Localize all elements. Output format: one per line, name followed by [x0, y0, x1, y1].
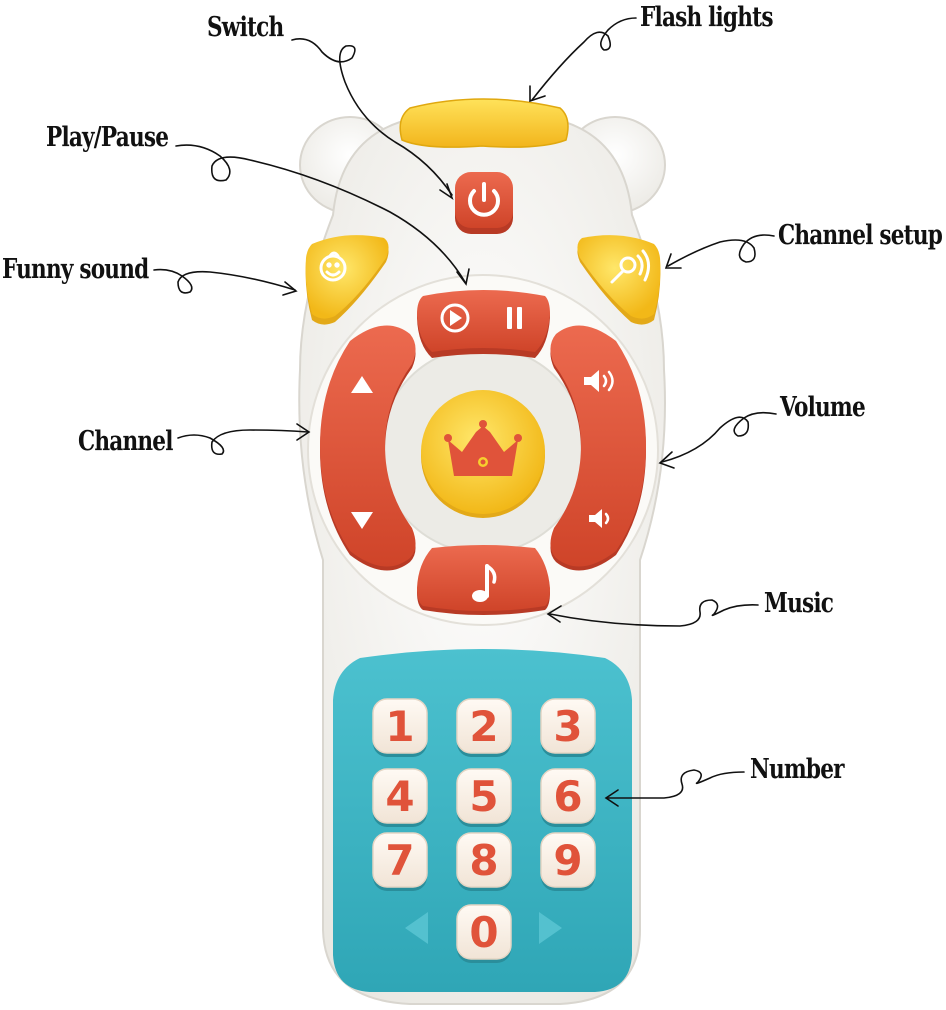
play-pause-button[interactable] — [417, 290, 550, 358]
arrow-channel — [296, 423, 311, 441]
baby-face-icon — [319, 251, 347, 282]
speaker-loud-icon[interactable] — [584, 370, 614, 392]
volume-rocker[interactable] — [550, 325, 646, 571]
number-key-label: 4 — [385, 772, 414, 821]
number-key-0[interactable]: 0 — [456, 904, 512, 963]
power-icon — [468, 182, 500, 217]
channel-down-icon[interactable] — [351, 512, 373, 529]
number-key-2[interactable]: 2 — [456, 698, 512, 757]
arrow-setup — [664, 253, 682, 269]
number-key-label: 1 — [385, 702, 414, 751]
number-key-label: 9 — [553, 836, 582, 885]
arrow-flash — [529, 85, 546, 103]
number-key-5[interactable]: 5 — [456, 768, 512, 827]
music-button[interactable] — [417, 545, 550, 615]
number-key-7[interactable]: 7 — [372, 832, 428, 891]
leader-funny — [153, 268, 296, 294]
number-key-label: 6 — [553, 772, 582, 821]
number-key-3[interactable]: 3 — [540, 698, 596, 757]
number-key-label: 8 — [469, 836, 498, 885]
number-key-label: 0 — [469, 908, 498, 957]
keypad: 1 2 3 4 5 6 7 8 9 0 — [372, 698, 596, 963]
leader-flash — [531, 17, 637, 101]
speaker-quiet-icon[interactable] — [589, 509, 610, 528]
leader-volume — [661, 411, 777, 463]
leader-number — [606, 769, 745, 799]
arrow-play — [456, 268, 470, 286]
label-number: Number — [750, 754, 845, 785]
number-key-8[interactable]: 8 — [456, 832, 512, 891]
keypad-left-arrow-icon — [405, 912, 428, 944]
number-key-1[interactable]: 1 — [372, 698, 428, 757]
leader-play — [175, 144, 466, 283]
arrow-switch — [439, 183, 454, 201]
arrow-funny — [282, 281, 298, 296]
label-channel-setup: Channel setup — [778, 220, 943, 251]
label-volume: Volume — [780, 392, 866, 423]
number-key-label: 5 — [469, 772, 498, 821]
number-key-9[interactable]: 9 — [540, 832, 596, 891]
number-key-label: 7 — [385, 836, 414, 885]
number-key-label: 2 — [469, 702, 498, 751]
play-icon — [440, 303, 470, 333]
arrow-music — [546, 605, 562, 623]
arrow-volume — [658, 451, 675, 469]
label-play-pause: Play/Pause — [46, 122, 169, 153]
label-switch: Switch — [207, 12, 284, 43]
leader-channel — [177, 429, 309, 456]
label-funny-sound: Funny sound — [2, 254, 149, 285]
label-flash-lights: Flash lights — [640, 2, 773, 33]
flash-light-bar[interactable] — [399, 98, 569, 148]
number-key-label: 3 — [553, 702, 582, 751]
channel-setup-button[interactable] — [577, 235, 661, 325]
microphone-icon — [610, 249, 650, 284]
crown-icon — [444, 420, 522, 476]
label-music: Music — [764, 588, 834, 619]
label-channel: Channel — [78, 426, 173, 457]
leader-setup — [667, 234, 775, 267]
funny-sound-button[interactable] — [305, 235, 389, 325]
number-key-4[interactable]: 4 — [372, 768, 428, 827]
channel-up-icon[interactable] — [351, 376, 373, 393]
music-note-icon — [472, 564, 497, 602]
leader-music — [549, 599, 759, 627]
leader-switch — [291, 38, 453, 196]
callout-lines — [153, 17, 777, 807]
arrow-number — [604, 789, 619, 807]
number-key-6[interactable]: 6 — [540, 768, 596, 827]
keypad-right-arrow-icon — [539, 912, 562, 944]
power-button[interactable] — [455, 172, 513, 234]
center-crown-button[interactable] — [421, 390, 545, 518]
pause-icon — [507, 307, 522, 329]
channel-rocker[interactable] — [320, 325, 416, 571]
